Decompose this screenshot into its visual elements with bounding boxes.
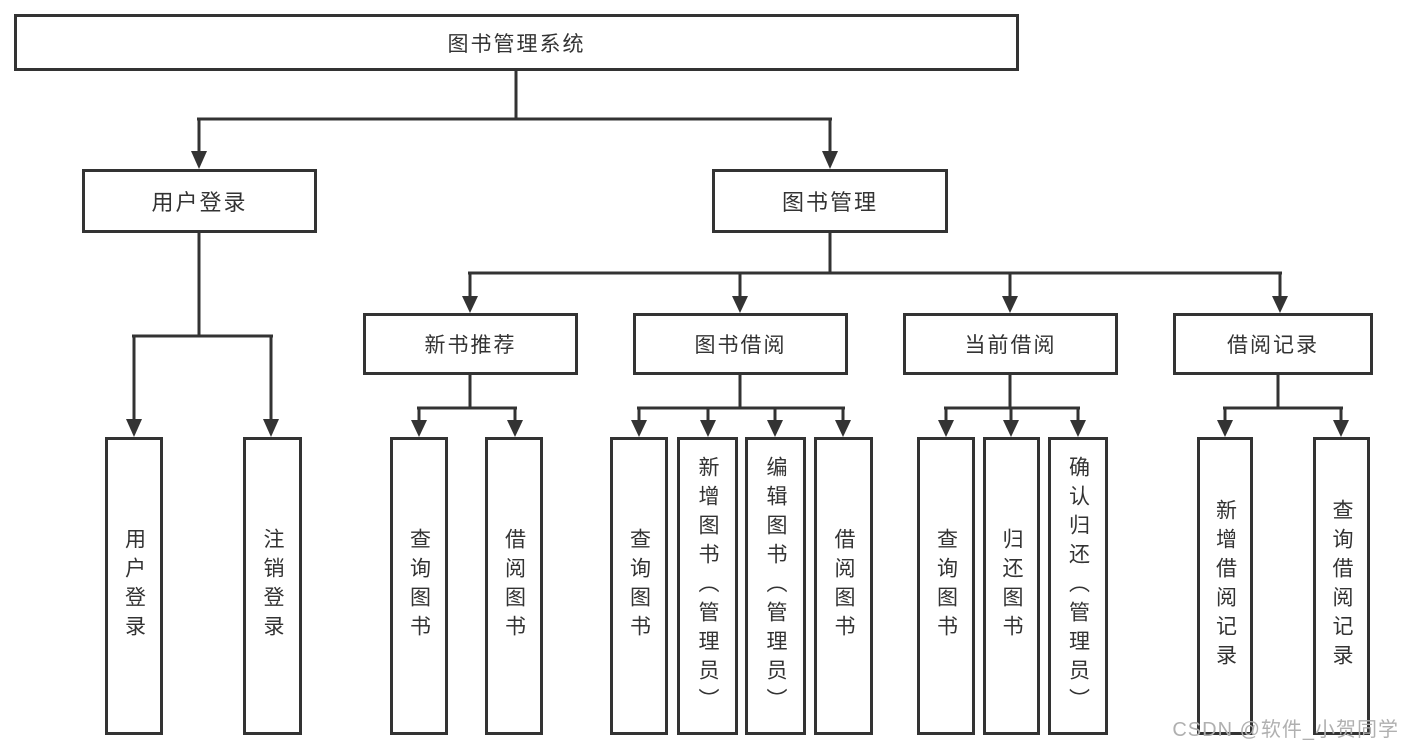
leaf-current-return-label: 归还图书	[1000, 528, 1023, 644]
node-new-book-recommend: 新书推荐	[363, 313, 578, 375]
node-borrow-records: 借阅记录	[1173, 313, 1373, 375]
node-user-login: 用户登录	[82, 169, 317, 233]
node-root-label: 图书管理系统	[447, 32, 586, 56]
leaf-borrow-add-admin: 新增图书（管理员）	[677, 437, 738, 735]
node-book-management: 图书管理	[712, 169, 948, 233]
leaf-borrow-query: 查询图书	[610, 437, 668, 735]
leaf-borrow-book-label: 借阅图书	[832, 528, 855, 644]
leaf-user-login-label: 用户登录	[122, 528, 146, 644]
leaf-borrow-add-admin-label: 新增图书（管理员）	[696, 455, 719, 717]
leaf-newbook-query-label: 查询图书	[407, 528, 431, 644]
node-user-login-label: 用户登录	[151, 190, 248, 215]
node-borrow-records-label: 借阅记录	[1227, 334, 1319, 357]
node-current-borrow: 当前借阅	[903, 313, 1118, 375]
node-book-borrow-label: 图书借阅	[694, 334, 787, 357]
leaf-borrow-edit-admin: 编辑图书（管理员）	[745, 437, 806, 735]
leaf-record-add-label: 新增借阅记录	[1213, 499, 1237, 673]
leaf-current-confirm-admin: 确认归还（管理员）	[1048, 437, 1108, 735]
node-root-system: 图书管理系统	[14, 14, 1019, 71]
leaf-current-query: 查询图书	[917, 437, 975, 735]
node-current-borrow-label: 当前借阅	[964, 334, 1057, 357]
node-new-book-recommend-label: 新书推荐	[424, 334, 517, 357]
csdn-watermark: CSDN @软件_小贺同学	[1172, 719, 1399, 741]
leaf-logout: 注销登录	[243, 437, 302, 735]
leaf-current-confirm-admin-label: 确认归还（管理员）	[1066, 455, 1090, 717]
leaf-logout-label: 注销登录	[261, 528, 284, 644]
leaf-borrow-edit-admin-label: 编辑图书（管理员）	[764, 455, 787, 717]
leaf-newbook-borrow-label: 借阅图书	[502, 528, 526, 644]
leaf-newbook-query: 查询图书	[390, 437, 448, 735]
leaf-record-query-label: 查询借阅记录	[1330, 499, 1353, 673]
node-book-management-label: 图书管理	[781, 190, 878, 215]
leaf-record-query: 查询借阅记录	[1313, 437, 1370, 735]
node-book-borrow: 图书借阅	[633, 313, 848, 375]
leaf-borrow-query-label: 查询图书	[627, 528, 651, 644]
leaf-newbook-borrow: 借阅图书	[485, 437, 543, 735]
leaf-borrow-book: 借阅图书	[814, 437, 873, 735]
leaf-record-add: 新增借阅记录	[1197, 437, 1253, 735]
leaf-current-query-label: 查询图书	[934, 528, 958, 644]
leaf-user-login: 用户登录	[105, 437, 163, 735]
leaf-current-return: 归还图书	[983, 437, 1040, 735]
